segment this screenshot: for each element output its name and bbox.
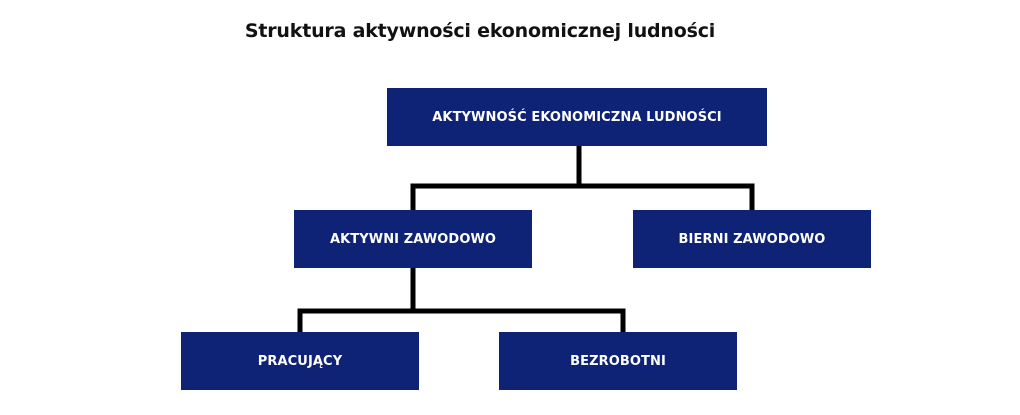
node-economic-activity: AKTYWNOŚĆ EKONOMICZNA LUDNOŚCI <box>387 88 767 146</box>
node-unemployed: BEZROBOTNI <box>499 332 737 390</box>
node-economically-inactive: BIERNI ZAWODOWO <box>633 210 871 268</box>
node-economically-active: AKTYWNI ZAWODOWO <box>294 210 532 268</box>
diagram-title: Struktura aktywności ekonomicznej ludnoś… <box>244 20 716 42</box>
node-employed: PRACUJĄCY <box>181 332 419 390</box>
